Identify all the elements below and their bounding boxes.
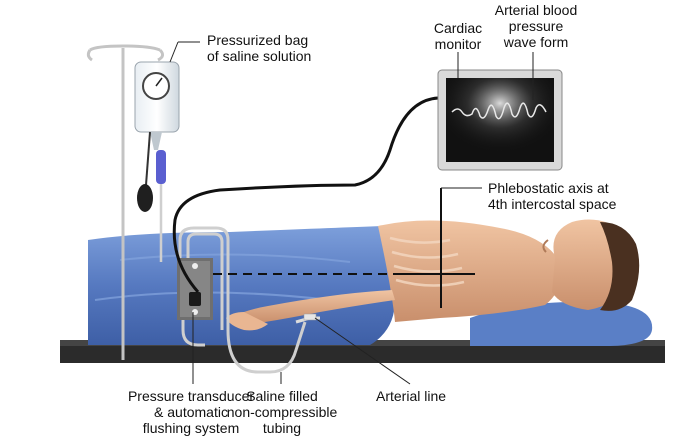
- saline-tubing: [178, 226, 307, 374]
- pressure-bag: [134, 61, 180, 150]
- label-pressurized-bag: Pressurized bag of saline solution: [207, 32, 312, 64]
- ribcage: [389, 236, 465, 287]
- arterial-waveform: [451, 102, 547, 120]
- label-arterial-waveform: Arterial blood pressure wave form: [494, 2, 578, 50]
- cardiac-monitor: [437, 69, 563, 171]
- pillow: [470, 301, 653, 346]
- patient-hand: [226, 312, 268, 331]
- patient-torso: [378, 220, 561, 322]
- monitor-cable: [172, 96, 439, 293]
- label-saline-tubing: Saline filled non-compressible tubing: [226, 388, 338, 436]
- label-pressure-transducer: Pressure transducer & automatic flushing…: [127, 388, 255, 436]
- squeeze-bulb: [137, 131, 153, 212]
- pressure-transducer: [177, 258, 213, 320]
- label-arterial-line: Arterial line: [376, 388, 447, 404]
- arterial-line-catheter: [295, 313, 320, 324]
- patient-head: [542, 219, 640, 311]
- label-phlebostatic-axis: Phlebostatic axis at 4th intercostal spa…: [488, 180, 617, 212]
- iv-pole: [86, 44, 165, 360]
- label-cardiac-monitor: Cardiac monitor: [433, 20, 483, 52]
- phlebostatic-axis-marker: [213, 188, 475, 308]
- drip-chamber: [156, 150, 166, 262]
- patient-arm: [238, 290, 395, 324]
- leader-lines: [169, 41, 534, 385]
